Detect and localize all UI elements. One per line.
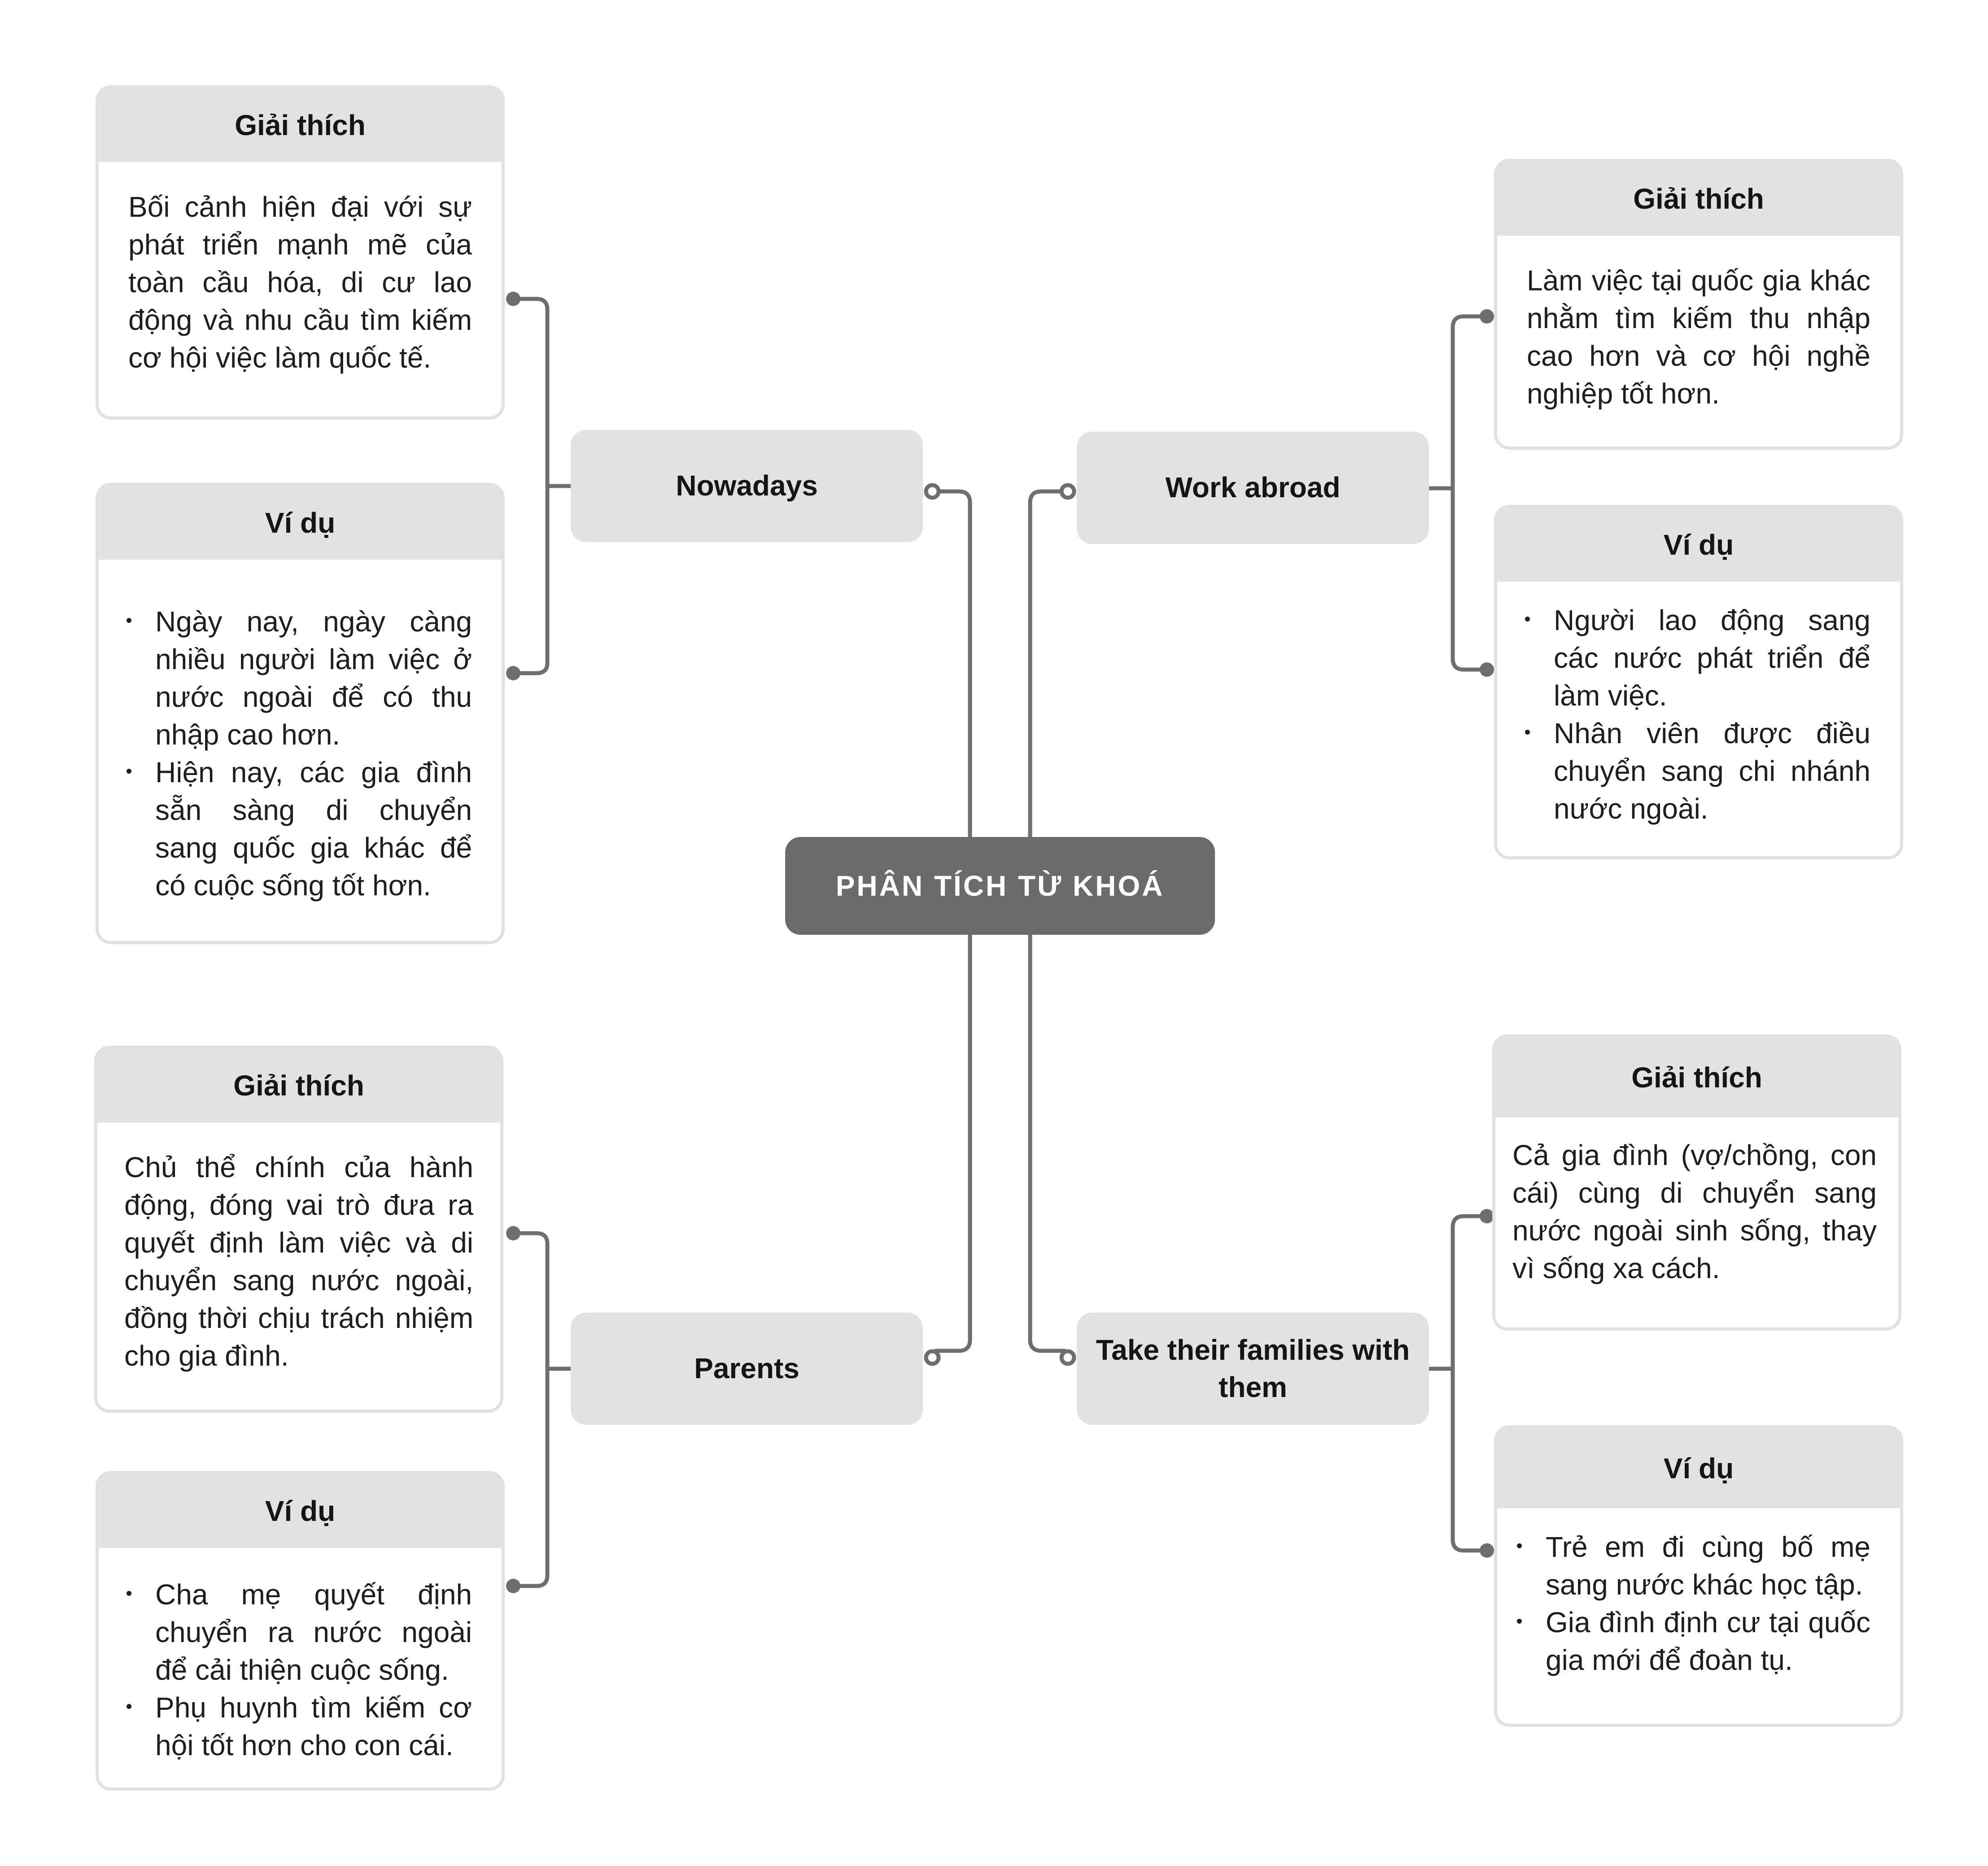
bracket-dot-nowadays-example xyxy=(506,666,520,680)
keyword-nowadays: Nowadays xyxy=(571,430,923,542)
bracket-nowadays xyxy=(513,297,573,675)
example-list: Trẻ em đi cùng bố mẹ sang nước khác học … xyxy=(1515,1528,1870,1679)
bracket-parents xyxy=(513,1231,573,1588)
keyword-work-abroad: Work abroad xyxy=(1077,432,1429,544)
bracket-dot-nowadays-explain xyxy=(506,292,520,306)
card-text: Cả gia đình (vợ/chồng, con cái) cùng di … xyxy=(1512,1139,1877,1284)
card-work-abroad-explain: Giải thích Làm việc tại quốc gia khác nh… xyxy=(1494,159,1903,450)
connector-center-nowadays xyxy=(933,489,972,839)
card-text: Chủ thể chính của hành động, đóng vai tr… xyxy=(124,1151,473,1372)
list-item: Trẻ em đi cùng bố mẹ sang nước khác học … xyxy=(1515,1528,1870,1603)
example-list: Người lao động sang các nước phát triển … xyxy=(1523,601,1870,828)
list-item: Phụ huynh tìm kiếm cơ hội tốt hơn cho co… xyxy=(125,1689,472,1764)
card-title: Giải thích xyxy=(97,1049,500,1122)
card-work-abroad-example: Ví dụ Người lao động sang các nước phát … xyxy=(1494,505,1903,859)
card-title: Ví dụ xyxy=(1497,1428,1900,1508)
list-item: Nhân viên được điều chuyển sang chi nhán… xyxy=(1523,714,1870,828)
card-nowadays-explain: Giải thích Bối cảnh hiện đại với sự phát… xyxy=(96,85,505,420)
connector-center-work-abroad xyxy=(1028,489,1067,839)
connector-endpoint-work-abroad xyxy=(1059,483,1076,500)
keyword-label: Work abroad xyxy=(1165,471,1341,504)
central-title: PHÂN TÍCH TỪ KHOÁ xyxy=(835,870,1165,902)
bracket-dot-work-example xyxy=(1480,662,1494,677)
bracket-dot-families-explain xyxy=(1480,1209,1494,1223)
connector-endpoint-nowadays xyxy=(924,483,941,500)
card-families-explain: Giải thích Cả gia đình (vợ/chồng, con cá… xyxy=(1492,1034,1901,1331)
example-list: Ngày nay, ngày càng nhiều người làm việc… xyxy=(125,603,472,904)
card-title: Ví dụ xyxy=(99,486,502,560)
card-text: Làm việc tại quốc gia khác nhằm tìm kiếm… xyxy=(1527,264,1870,410)
card-parents-explain: Giải thích Chủ thể chính của hành động, … xyxy=(94,1046,503,1413)
card-title: Ví dụ xyxy=(1497,508,1900,582)
example-list: Cha mẹ quyết định chuyển ra nước ngoài đ… xyxy=(125,1576,472,1764)
list-item: Ngày nay, ngày càng nhiều người làm việc… xyxy=(125,603,472,753)
card-parents-example: Ví dụ Cha mẹ quyết định chuyển ra nước n… xyxy=(96,1471,505,1791)
card-nowadays-example: Ví dụ Ngày nay, ngày càng nhiều người là… xyxy=(96,483,505,944)
keyword-parents: Parents xyxy=(571,1313,923,1425)
card-families-example: Ví dụ Trẻ em đi cùng bố mẹ sang nước khá… xyxy=(1494,1425,1903,1727)
connector-endpoint-families xyxy=(1059,1349,1076,1366)
list-item: Người lao động sang các nước phát triển … xyxy=(1523,601,1870,714)
card-text: Bối cảnh hiện đại với sự phát triển mạnh… xyxy=(128,191,472,374)
keyword-label: Take their families with them xyxy=(1096,1333,1410,1403)
card-title: Giải thích xyxy=(1497,162,1900,236)
card-title: Giải thích xyxy=(99,88,502,162)
bracket-dot-parents-example xyxy=(506,1579,520,1593)
bracket-dot-families-example xyxy=(1480,1543,1494,1558)
keyword-label: Nowadays xyxy=(676,469,818,502)
connector-endpoint-parents xyxy=(924,1349,941,1366)
card-title: Giải thích xyxy=(1495,1038,1898,1117)
keyword-families: Take their families with them xyxy=(1077,1313,1429,1425)
connector-center-families xyxy=(1028,933,1067,1353)
bracket-dot-work-explain xyxy=(1480,309,1494,324)
bracket-work-abroad xyxy=(1427,314,1487,672)
central-node: PHÂN TÍCH TỪ KHOÁ xyxy=(785,837,1215,935)
list-item: Gia đình định cư tại quốc gia mới để đoà… xyxy=(1515,1603,1870,1679)
bracket-dot-parents-explain xyxy=(506,1226,520,1240)
connector-center-parents xyxy=(933,933,972,1353)
keyword-label: Parents xyxy=(694,1352,800,1385)
card-title: Ví dụ xyxy=(99,1474,502,1548)
list-item: Cha mẹ quyết định chuyển ra nước ngoài đ… xyxy=(125,1576,472,1689)
bracket-families xyxy=(1427,1214,1487,1553)
list-item: Hiện nay, các gia đình sẵn sàng di chuyể… xyxy=(125,753,472,904)
